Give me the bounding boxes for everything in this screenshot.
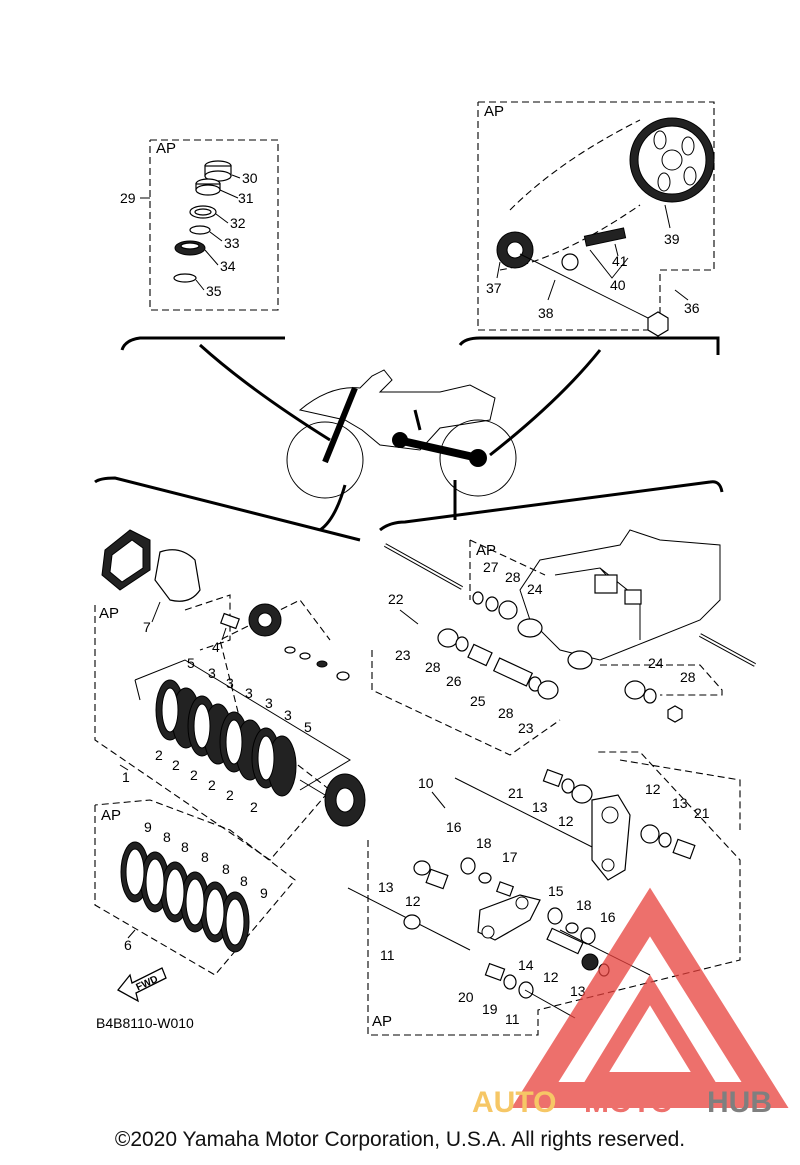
callout-18a: 18	[476, 835, 492, 851]
callout-3a: 3	[208, 665, 216, 681]
callout-28c: 28	[498, 705, 514, 721]
callout-22: 22	[388, 591, 404, 607]
callout-23b: 23	[518, 720, 534, 736]
callout-31: 31	[238, 190, 254, 206]
drive-chain-group: AP 39 41 40 37 38 36	[477, 101, 715, 337]
diagram-code: B4B8110-W010	[96, 1015, 194, 1031]
watermark-brand-auto: AUTO	[472, 1086, 556, 1119]
callout-2b: 2	[172, 757, 180, 773]
callout-3c: 3	[245, 685, 253, 701]
callout-24a: 24	[527, 581, 543, 597]
callout-9a: 9	[144, 819, 152, 835]
callout-32: 32	[230, 215, 246, 231]
callout-16b: 16	[600, 909, 616, 925]
callout-12a: 12	[558, 813, 574, 829]
callout-25: 25	[470, 693, 486, 709]
callout-13a: 13	[532, 799, 548, 815]
callout-8d: 8	[222, 861, 230, 877]
callout-13d: 13	[570, 983, 586, 999]
callout-33: 33	[224, 235, 240, 251]
callout-34: 34	[220, 258, 236, 274]
callout-21b: 21	[694, 805, 710, 821]
callout-1: 1	[122, 769, 130, 785]
callout-12c: 12	[405, 893, 421, 909]
ap-label-drive: AP	[484, 103, 504, 120]
clutch-plate-stack	[155, 679, 297, 797]
ap-label-clutch: AP	[99, 605, 119, 622]
callout-4: 4	[212, 639, 220, 655]
watermark-brand-hub: HUB	[707, 1086, 772, 1119]
ap-label-steering: AP	[156, 140, 176, 157]
callout-19: 19	[482, 1001, 498, 1017]
callout-21a: 21	[508, 785, 524, 801]
callout-6: 7	[143, 619, 151, 635]
callout-14: 14	[518, 957, 534, 973]
callout-8b: 8	[181, 839, 189, 855]
watermark-brand-moto: MOTO	[584, 1086, 673, 1119]
callout-24b: 24	[648, 655, 664, 671]
callout-13c: 13	[378, 879, 394, 895]
callout-5b: 5	[304, 719, 312, 735]
callout-2e: 2	[226, 787, 234, 803]
callout-13b: 13	[672, 795, 688, 811]
callout-15: 15	[548, 883, 564, 899]
callout-38: 38	[538, 305, 554, 321]
ap-label-linkage: AP	[372, 1013, 392, 1030]
callout-2d: 2	[208, 777, 216, 793]
callout-28b: 28	[425, 659, 441, 675]
callout-2f: 2	[250, 799, 258, 815]
clutch-group: 7 AP 4	[94, 529, 366, 1031]
callout-8a: 8	[163, 829, 171, 845]
callout-26: 26	[446, 673, 462, 689]
friction-plate-stack	[120, 841, 250, 953]
copyright-notice: ©2020 Yamaha Motor Corporation, U.S.A. A…	[114, 1128, 686, 1151]
callout-41: 41	[612, 253, 628, 269]
callout-2c: 2	[190, 767, 198, 783]
callout-11b: 11	[505, 1011, 520, 1027]
callout-16a: 16	[446, 819, 462, 835]
callout-12b: 12	[645, 781, 661, 797]
callout-27: 27	[483, 559, 499, 575]
callout-8e: 8	[240, 873, 248, 889]
callout-36: 36	[684, 300, 700, 316]
fwd-label: FWD	[135, 974, 160, 994]
callout-18b: 18	[576, 897, 592, 913]
ap-label-swingarm-upper: AP	[476, 542, 496, 559]
callout-2a: 2	[155, 747, 163, 763]
callout-30: 30	[242, 170, 258, 186]
callout-8c: 8	[201, 849, 209, 865]
callout-17: 17	[502, 849, 518, 865]
ap-label-plates: AP	[101, 807, 121, 824]
callout-29: 29	[120, 190, 136, 206]
callout-3e: 3	[284, 707, 292, 723]
callout-3d: 3	[265, 695, 273, 711]
callout-37: 37	[486, 280, 502, 296]
bike-overview	[94, 336, 724, 542]
callout-40: 40	[610, 277, 626, 293]
callout-9b: 9	[260, 885, 268, 901]
callout-11a: 11	[380, 947, 395, 963]
callout-23a: 23	[395, 647, 411, 663]
callout-3b: 3	[226, 675, 234, 691]
steering-group: AP 29 30 31 32 33 34 35	[120, 139, 279, 311]
callout-7: 6	[124, 937, 132, 953]
callout-28a: 28	[505, 569, 521, 585]
callout-12d: 12	[543, 969, 559, 985]
callout-39: 39	[664, 231, 680, 247]
swingarm-group: AP 27 28 24 22 23 28 26 25 28 23 24 28 A…	[347, 529, 756, 1036]
callout-35: 35	[206, 283, 222, 299]
automotohub-watermark: AUTO MOTO HUB	[472, 887, 789, 1119]
callout-5a: 5	[187, 655, 195, 671]
callout-28d: 28	[680, 669, 696, 685]
fwd-arrow-icon: FWD	[117, 967, 167, 1003]
callout-20: 20	[458, 989, 474, 1005]
callout-10: 10	[418, 775, 434, 791]
